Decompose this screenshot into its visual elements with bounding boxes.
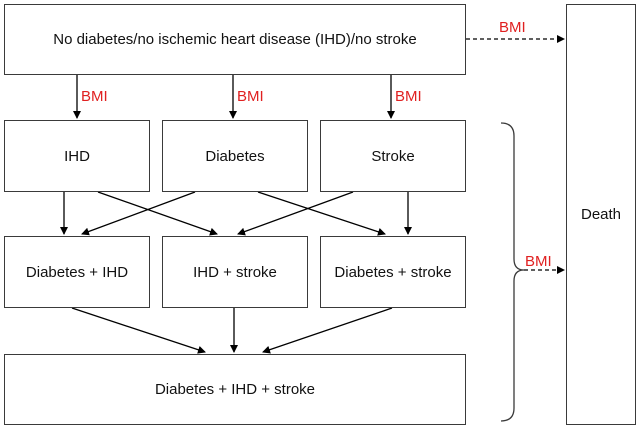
node-ihd-label: IHD [64, 147, 90, 165]
arrow-diabetes-ihd-to-all [71, 307, 206, 354]
node-ihd: IHD [4, 120, 150, 192]
node-all-three: Diabetes + IHD + stroke [4, 354, 466, 425]
node-diabetes-stroke: Diabetes + stroke [320, 236, 466, 308]
edge-label-bmi-diabetes: BMI [237, 88, 264, 105]
node-diabetes: Diabetes [162, 120, 308, 192]
edge-label-bmi-death-side: BMI [525, 253, 552, 270]
arrow-diabetes-to-diabetes-ihd [81, 191, 196, 236]
arrow-ihd-to-ihd-stroke [97, 191, 218, 236]
node-ihd-stroke-label: IHD + stroke [193, 263, 277, 281]
edge-label-bmi-stroke: BMI [395, 88, 422, 105]
node-baseline-label: No diabetes/no ischemic heart disease (I… [53, 31, 417, 48]
arrow-diabetes-stroke-to-all [262, 307, 393, 354]
node-all-three-label: Diabetes + IHD + stroke [154, 381, 316, 398]
node-death: Death [566, 4, 636, 425]
node-baseline: No diabetes/no ischemic heart disease (I… [4, 4, 466, 75]
node-ihd-stroke: IHD + stroke [162, 236, 308, 308]
node-diabetes-stroke-label: Diabetes + stroke [334, 263, 452, 281]
edge-label-bmi-ihd: BMI [81, 88, 108, 105]
node-diabetes-ihd: Diabetes + IHD [4, 236, 150, 308]
edge-label-bmi-death-top: BMI [499, 19, 526, 36]
node-stroke-label: Stroke [371, 147, 415, 165]
node-diabetes-ihd-label: Diabetes + IHD [25, 263, 129, 281]
arrow-diabetes-to-diabetes-stroke [257, 191, 386, 236]
node-death-label: Death [580, 206, 622, 223]
node-diabetes-label: Diabetes [205, 147, 265, 165]
arrow-stroke-to-ihd-stroke [237, 191, 354, 236]
node-stroke: Stroke [320, 120, 466, 192]
disease-states-brace [500, 122, 525, 422]
